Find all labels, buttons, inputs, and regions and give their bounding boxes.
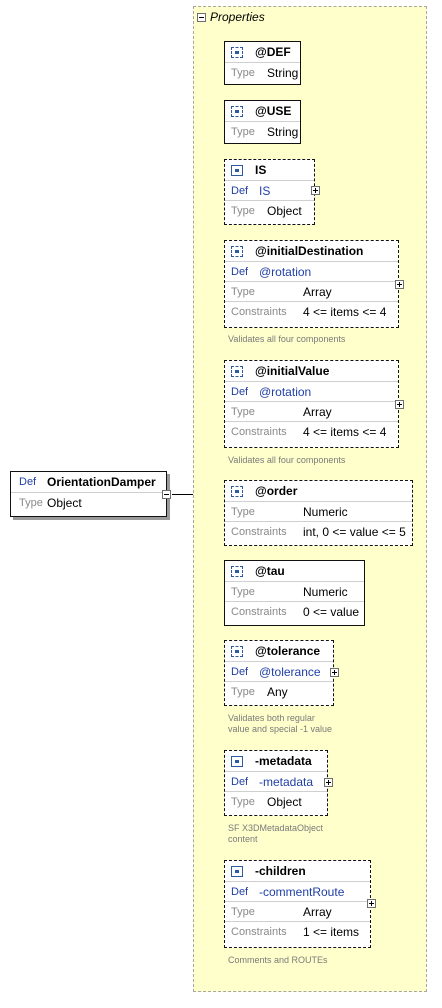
def-label: Def bbox=[231, 385, 249, 398]
children-expand-icon[interactable] bbox=[367, 899, 376, 908]
def-value: IS bbox=[259, 183, 271, 198]
type-label: Type bbox=[231, 585, 255, 598]
constraints-value: 0 <= value bbox=[303, 604, 360, 619]
properties-title: Properties bbox=[210, 10, 265, 24]
type-value: Object bbox=[267, 794, 302, 809]
element-is-box[interactable]: IS Def IS Type Object bbox=[224, 159, 315, 225]
type-value: Numeric bbox=[303, 584, 348, 599]
attr-tolerance-box[interactable]: @tolerance Def @tolerance Type Any bbox=[224, 640, 334, 706]
root-name: OrientationDamper bbox=[47, 475, 156, 489]
attr-def-box[interactable]: @DEF Type String bbox=[224, 41, 301, 85]
attribute-icon bbox=[231, 485, 243, 497]
attr-initial-destination-box[interactable]: @initialDestination Def @rotation Type Arr… bbox=[224, 240, 399, 328]
attr-use-box[interactable]: @USE Type String bbox=[224, 100, 301, 144]
def-value: -commentRoute bbox=[259, 884, 345, 899]
type-value: Array bbox=[303, 904, 332, 919]
def-value: -metadata bbox=[259, 774, 314, 789]
element-metadata-box[interactable]: -metadata Def -metadata Type Object bbox=[224, 750, 328, 816]
element-icon bbox=[231, 865, 243, 877]
tolerance-note-line-2: value and special -1 value bbox=[228, 724, 333, 734]
constraints-value: 4 <= items <= 4 bbox=[303, 304, 387, 319]
attr-tau-box[interactable]: @tau Type Numeric Constraints 0 <= value bbox=[224, 560, 365, 626]
def-label: Def bbox=[231, 665, 249, 678]
item-name: -metadata bbox=[255, 754, 312, 768]
def-label: Def bbox=[231, 265, 249, 278]
properties-collapse-icon[interactable] bbox=[197, 12, 206, 22]
root-def-label: Def bbox=[19, 476, 37, 488]
item-name: -children bbox=[255, 864, 306, 878]
initial-destination-note: Validates all four components bbox=[228, 334, 346, 344]
type-label: Type bbox=[231, 125, 255, 138]
type-value: String bbox=[267, 124, 299, 139]
type-value: Array bbox=[303, 284, 332, 299]
initial-destination-expand-icon[interactable] bbox=[395, 280, 404, 289]
attribute-icon bbox=[231, 565, 243, 577]
root-element-box[interactable]: Def OrientationDamper Type Object bbox=[10, 471, 167, 517]
def-value: @rotation bbox=[259, 384, 312, 399]
tolerance-expand-icon[interactable] bbox=[330, 668, 339, 677]
item-name: @tolerance bbox=[255, 644, 321, 658]
element-icon bbox=[231, 164, 243, 176]
initial-value-expand-icon[interactable] bbox=[395, 400, 404, 409]
def-label: Def bbox=[231, 184, 249, 197]
constraints-label: Constraints bbox=[231, 425, 287, 438]
attribute-icon bbox=[231, 245, 243, 257]
item-name: @USE bbox=[255, 104, 292, 118]
def-value: @rotation bbox=[259, 264, 312, 279]
metadata-expand-icon[interactable] bbox=[324, 778, 333, 787]
attribute-icon bbox=[231, 105, 243, 117]
metadata-note-line-1: SF X3DMetadataObject bbox=[228, 823, 324, 833]
constraints-value: 1 <= items bbox=[303, 924, 360, 939]
constraints-value: int, 0 <= value <= 5 bbox=[303, 524, 406, 539]
constraints-label: Constraints bbox=[231, 925, 287, 938]
type-value: Object bbox=[267, 203, 302, 218]
children-note: Comments and ROUTEs bbox=[228, 955, 328, 965]
root-type-label: Type bbox=[19, 496, 43, 509]
properties-header[interactable]: Properties bbox=[197, 9, 265, 25]
type-value: Numeric bbox=[303, 504, 348, 519]
attribute-icon bbox=[231, 645, 243, 657]
type-label: Type bbox=[231, 66, 255, 79]
attribute-icon bbox=[231, 365, 243, 377]
item-name: @initialDestination bbox=[255, 244, 364, 258]
tolerance-note: Validates both regular value and special… bbox=[228, 713, 332, 735]
root-type-value: Object bbox=[47, 495, 82, 510]
type-label: Type bbox=[231, 204, 255, 217]
metadata-note-line-2: content bbox=[228, 834, 258, 844]
attr-order-box[interactable]: @order Type Numeric Constraints int, 0 <= … bbox=[224, 480, 413, 546]
metadata-note: SF X3DMetadataObject content bbox=[228, 823, 323, 845]
def-value: @tolerance bbox=[259, 664, 321, 679]
tolerance-note-line-1: Validates both regular bbox=[228, 713, 315, 723]
constraints-value: 4 <= items <= 4 bbox=[303, 424, 387, 439]
attr-initial-value-box[interactable]: @initialValue Def @rotation Type Array Con… bbox=[224, 360, 399, 448]
element-icon bbox=[231, 755, 243, 767]
constraints-label: Constraints bbox=[231, 305, 287, 318]
type-value: Any bbox=[267, 684, 288, 699]
type-label: Type bbox=[231, 505, 255, 518]
def-label: Def bbox=[231, 885, 249, 898]
item-name: @tau bbox=[255, 564, 285, 578]
item-name: IS bbox=[255, 163, 267, 177]
constraints-label: Constraints bbox=[231, 605, 287, 618]
root-connector bbox=[172, 494, 207, 495]
type-label: Type bbox=[231, 285, 255, 298]
type-label: Type bbox=[231, 795, 255, 808]
root-collapse-icon[interactable] bbox=[162, 490, 171, 499]
type-label: Type bbox=[231, 905, 255, 918]
element-children-box[interactable]: -children Def -commentRoute Type Array Con… bbox=[224, 860, 371, 948]
initial-value-note: Validates all four components bbox=[228, 455, 346, 465]
item-name: @DEF bbox=[255, 45, 291, 59]
item-name: @order bbox=[255, 484, 298, 498]
type-value: Array bbox=[303, 404, 332, 419]
constraints-label: Constraints bbox=[231, 525, 287, 538]
is-expand-icon[interactable] bbox=[311, 186, 320, 195]
attribute-icon bbox=[231, 46, 243, 58]
item-name: @initialValue bbox=[255, 364, 330, 378]
type-label: Type bbox=[231, 405, 255, 418]
type-label: Type bbox=[231, 685, 255, 698]
type-value: String bbox=[267, 65, 299, 80]
def-label: Def bbox=[231, 775, 249, 788]
